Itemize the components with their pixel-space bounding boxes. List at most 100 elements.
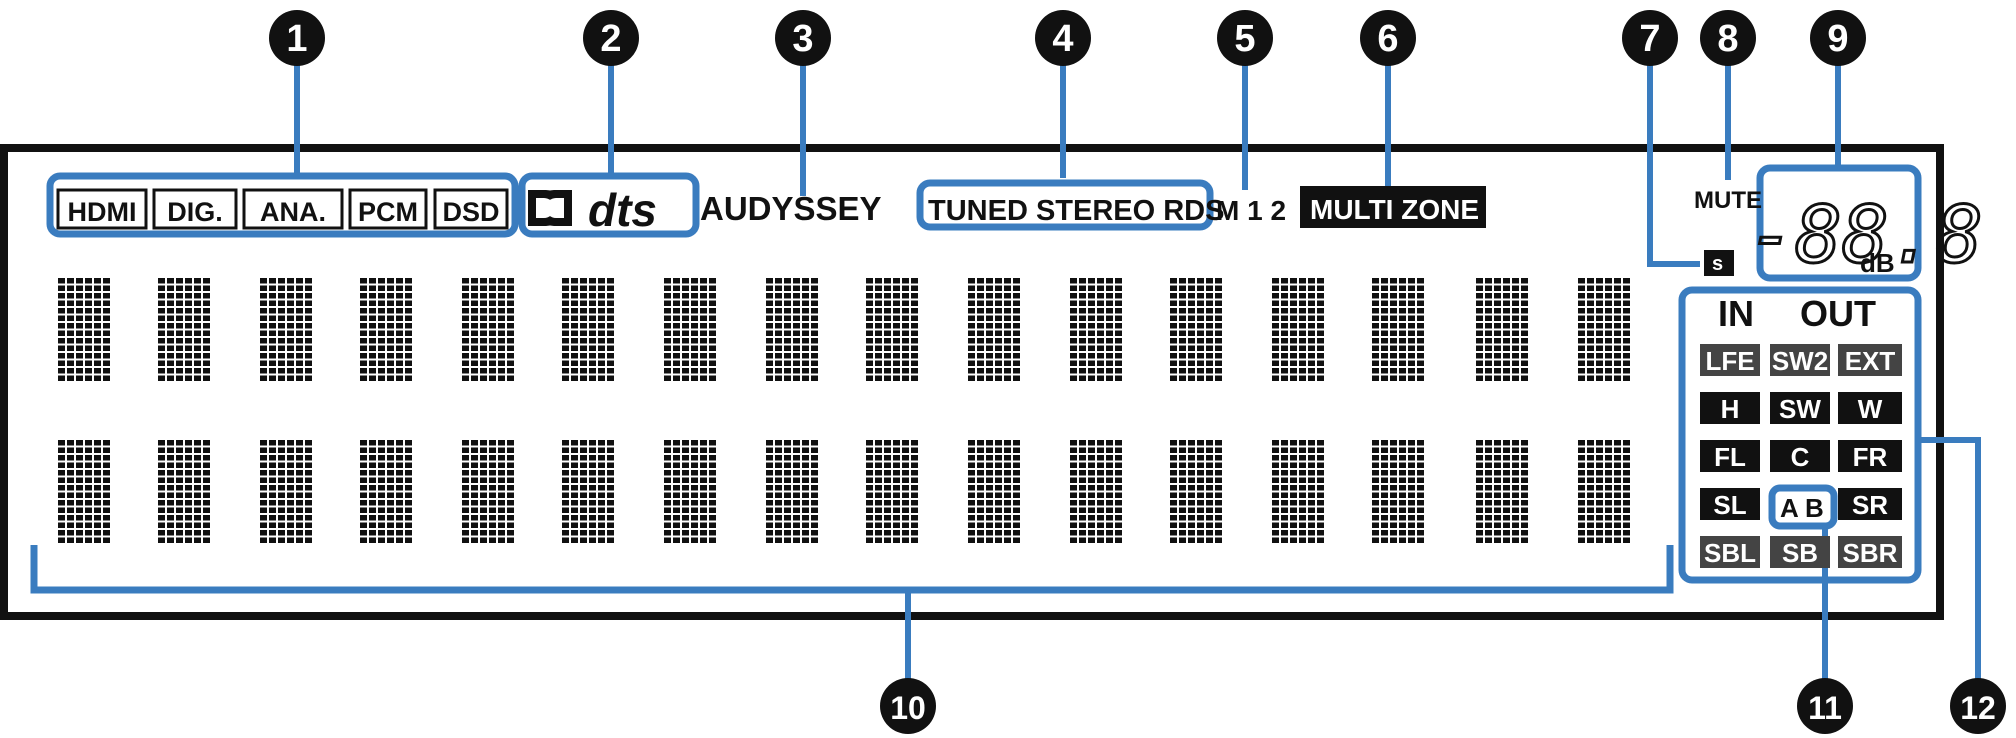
channel-sw2: SW2 (1770, 344, 1830, 376)
channel-sl: SL (1700, 488, 1760, 520)
input-indicator-label: PCM (358, 197, 418, 227)
callout-badge-12: 12 (1950, 678, 2006, 734)
dolby-double-d-icon (528, 190, 572, 226)
matrix-character (1272, 440, 1324, 543)
matrix-character (1170, 440, 1222, 543)
matrix-character (1372, 440, 1424, 543)
matrix-character (866, 440, 918, 543)
audyssey-indicator: AUDYSSEY (700, 190, 882, 227)
input-indicator-dig: DIG. (152, 188, 238, 230)
matrix-character (866, 278, 918, 381)
channel-label: SB (1782, 538, 1818, 568)
channel-sw: SW (1770, 392, 1830, 424)
matrix-character (1272, 278, 1324, 381)
mute-indicator: MUTE (1694, 187, 1762, 214)
volume-unit: dB (1860, 248, 1895, 278)
input-indicator-label: DIG. (167, 197, 223, 227)
matrix-character (1476, 278, 1528, 381)
matrix-character (766, 440, 818, 543)
callout-badge-2: 2 (583, 10, 639, 66)
matrix-character (562, 440, 614, 543)
input-indicator-ana: ANA. (242, 188, 344, 230)
callout-number: 10 (890, 690, 926, 726)
channel-label: LFE (1705, 346, 1754, 376)
input-indicator-pcm: PCM (348, 188, 428, 230)
matrix-character (1070, 278, 1122, 381)
input-indicator-label: ANA. (260, 197, 326, 227)
information-display (58, 278, 1630, 543)
callout-number: 1 (286, 18, 307, 60)
matrix-character (1476, 440, 1528, 543)
matrix-character (158, 278, 210, 381)
callout-number: 9 (1827, 18, 1848, 60)
channel-lfe: LFE (1700, 344, 1760, 376)
matrix-character (260, 440, 312, 543)
callout-number: 12 (1960, 690, 1996, 726)
multi-zone-label: MULTI ZONE (1310, 194, 1479, 225)
matrix-character (360, 278, 412, 381)
callout-outlines (30, 164, 1922, 594)
matrix-character (158, 440, 210, 543)
matrix-character (462, 278, 514, 381)
input-indicator-label: HDMI (68, 197, 137, 227)
channel-label: FL (1714, 442, 1746, 472)
callout-number: 3 (792, 18, 813, 60)
channel-label: SBL (1704, 538, 1756, 568)
channel-label: SBR (1843, 538, 1898, 568)
quick-select-memory-indicator: M 1 2 (1216, 195, 1286, 226)
callout-number: 6 (1377, 18, 1398, 60)
channel-label: FR (1853, 442, 1888, 472)
channel-label: SR (1852, 490, 1888, 520)
matrix-character (1170, 278, 1222, 381)
callout-number: 2 (600, 18, 621, 60)
decoder-indicators: dts (528, 184, 657, 236)
callout-badge-5: 5 (1217, 10, 1273, 66)
channel-sbl: SBL (1700, 536, 1760, 568)
speaker-ab-label: A B (1780, 493, 1824, 523)
matrix-character (58, 440, 110, 543)
channel-label: W (1858, 394, 1883, 424)
callout-number: 7 (1639, 18, 1660, 60)
matrix-character (360, 440, 412, 543)
matrix-character (562, 278, 614, 381)
channel-label: EXT (1845, 346, 1896, 376)
display-frame (0, 144, 1944, 620)
callout-badge-9: 9 (1810, 10, 1866, 66)
input-mode-indicators: HDMI DIG. ANA. PCM DSD (56, 188, 509, 230)
sleep-timer-indicator: s (1704, 250, 1734, 276)
matrix-character (968, 278, 1020, 381)
channel-fr: FR (1838, 440, 1902, 472)
channel-c: C (1770, 440, 1830, 472)
channel-label: H (1721, 394, 1740, 424)
callout-badge-7: 7 (1622, 10, 1678, 66)
dts-logo: dts (588, 184, 657, 236)
matrix-character (664, 440, 716, 543)
channel-label: C (1791, 442, 1810, 472)
callout-badge-4: 4 (1035, 10, 1091, 66)
master-volume-indicator: -88.8 dB (1747, 190, 1985, 283)
channel-sbr: SBR (1838, 536, 1902, 568)
channel-label: SW2 (1772, 346, 1828, 376)
callout-badge-11: 11 (1797, 678, 1853, 734)
input-indicator-dsd: DSD (433, 188, 509, 230)
matrix-character (462, 440, 514, 543)
callout-badge-3: 3 (775, 10, 831, 66)
channel-w: W (1838, 392, 1902, 424)
callout-leaders (294, 62, 1981, 700)
callout-number: 4 (1052, 18, 1073, 60)
matrix-character (1578, 440, 1630, 543)
callout-badge-8: 8 (1700, 10, 1756, 66)
channel-h: H (1700, 392, 1760, 424)
callout-badge-10: 10 (880, 678, 936, 734)
matrix-character (1372, 278, 1424, 381)
callout-number: 5 (1234, 18, 1255, 60)
callout-number: 8 (1717, 18, 1738, 60)
input-indicator-hdmi: HDMI (56, 188, 148, 230)
input-indicator-label: DSD (442, 197, 499, 227)
signal-out-label: OUT (1800, 293, 1876, 334)
matrix-character (664, 278, 716, 381)
volume-digits: -88.8 (1748, 191, 1983, 281)
